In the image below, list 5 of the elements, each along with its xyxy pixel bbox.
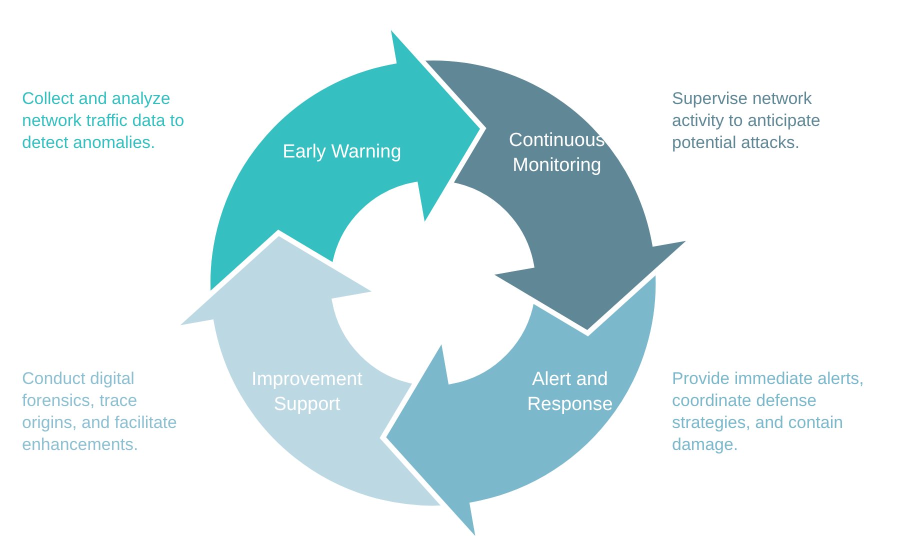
description-text: Collect and analyze network traffic data to detect anomalies. xyxy=(22,88,186,154)
description-text: Supervise network activity to anticipate potential attacks. xyxy=(672,88,822,154)
segment-label: Early Warning xyxy=(282,140,402,164)
description-text: Conduct digital forensics, trace origins, and facilitate enhancements. xyxy=(22,368,178,456)
description-text: Provide immediate alerts, coordinate defense strategies, and contain damage. xyxy=(672,368,865,456)
